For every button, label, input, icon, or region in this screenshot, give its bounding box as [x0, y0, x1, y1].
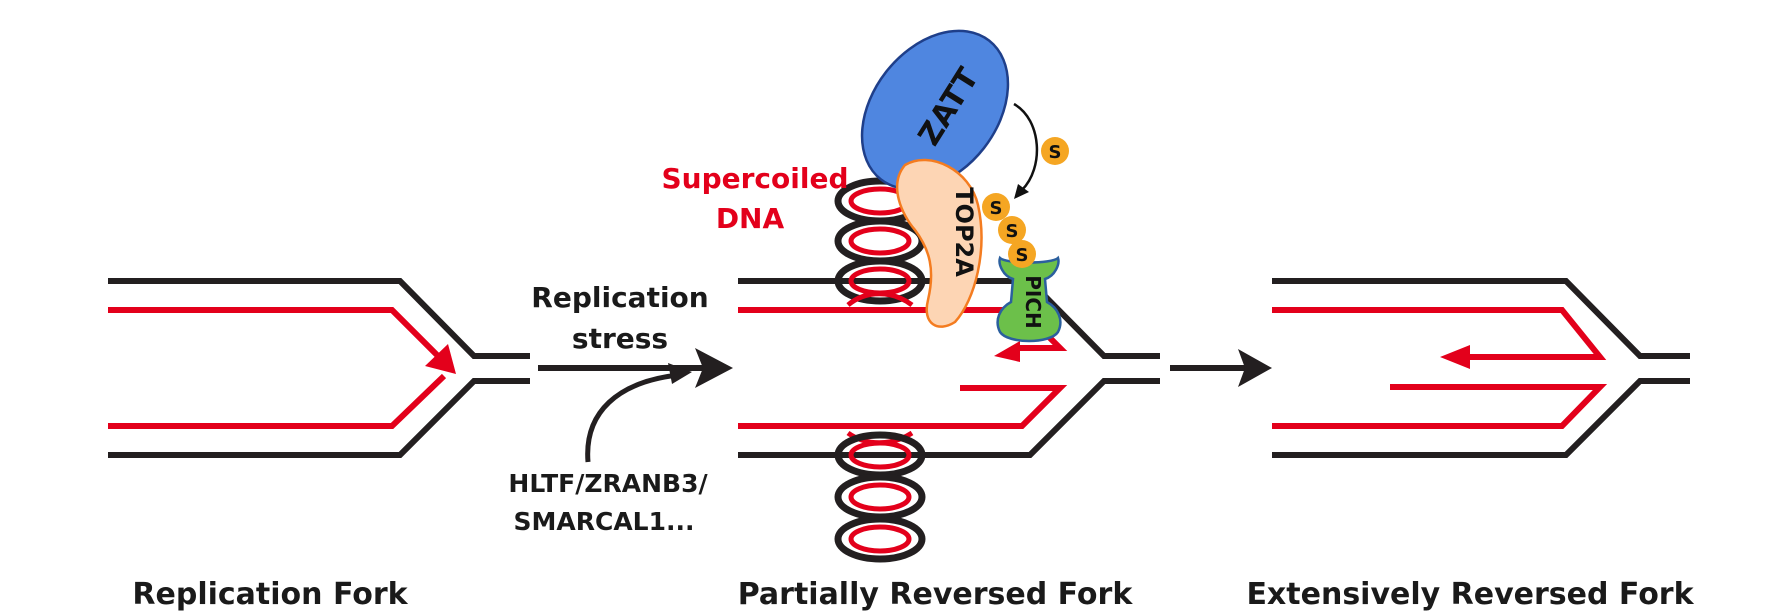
sumo-chain-2: S [998, 216, 1026, 244]
sumo-group: S S S S [982, 102, 1069, 268]
parental-strand-bottom [108, 378, 530, 458]
top2a-label: TOP2A [950, 187, 978, 277]
parental-strand-top [1272, 278, 1690, 359]
sumo-free: S [1041, 137, 1069, 165]
replication-stress-label-1: Replication [531, 281, 708, 314]
supercoil-top [834, 177, 926, 308]
partially-reversed-fork-title: Partially Reversed Fork [738, 577, 1134, 612]
sumoylation-arrow [1013, 102, 1039, 191]
supercoiled-dna-label-1: Supercoiled [661, 162, 848, 195]
nascent-strand-bottom [1272, 384, 1608, 429]
nascent-strand-top [1272, 307, 1607, 360]
parental-strand-top [108, 278, 530, 359]
nascent-strand-lagging [108, 373, 447, 429]
nascent-strand-leading [108, 307, 447, 365]
progression-arrow [1170, 349, 1272, 387]
svg-text:S: S [990, 198, 1003, 219]
partially-reversed-fork-panel: ZATT TOP2A PICH S S S [661, 29, 1160, 563]
remodeler-arrow [585, 372, 679, 463]
remodelers-label-1: HLTF/ZRANB3/ [508, 469, 708, 498]
replication-fork-title: Replication Fork [132, 577, 408, 612]
parental-strand-top [738, 278, 1160, 359]
supercoiled-dna-label-2: DNA [716, 202, 785, 235]
top2a-protein: TOP2A [895, 158, 983, 328]
replication-stress-arrow [538, 348, 733, 463]
zatt-protein: ZATT [860, 29, 1010, 191]
extensively-reversed-fork-panel [1272, 278, 1690, 458]
pich-protein: PICH [996, 255, 1062, 343]
extensively-reversed-fork-title: Extensively Reversed Fork [1246, 577, 1694, 612]
svg-text:S: S [1006, 221, 1019, 242]
nascent-strand-bottom [738, 385, 1068, 429]
regressed-arm-arrowhead [1440, 345, 1470, 369]
sumo-chain-3: S [1008, 240, 1036, 268]
regressed-arm-arrowhead [994, 341, 1020, 362]
replication-fork-panel [108, 278, 530, 458]
sumo-chain-1: S [982, 193, 1010, 221]
supercoil-bottom [834, 430, 926, 563]
remodelers-label-2: SMARCAL1... [514, 507, 695, 536]
parental-strand-bottom [738, 378, 1160, 458]
svg-text:S: S [1016, 245, 1029, 266]
svg-text:S: S [1049, 142, 1062, 163]
pich-label: PICH [1021, 275, 1045, 329]
leading-arrowhead [425, 344, 456, 374]
parental-strand-bottom [1272, 378, 1690, 458]
replication-stress-label-2: stress [572, 322, 668, 355]
